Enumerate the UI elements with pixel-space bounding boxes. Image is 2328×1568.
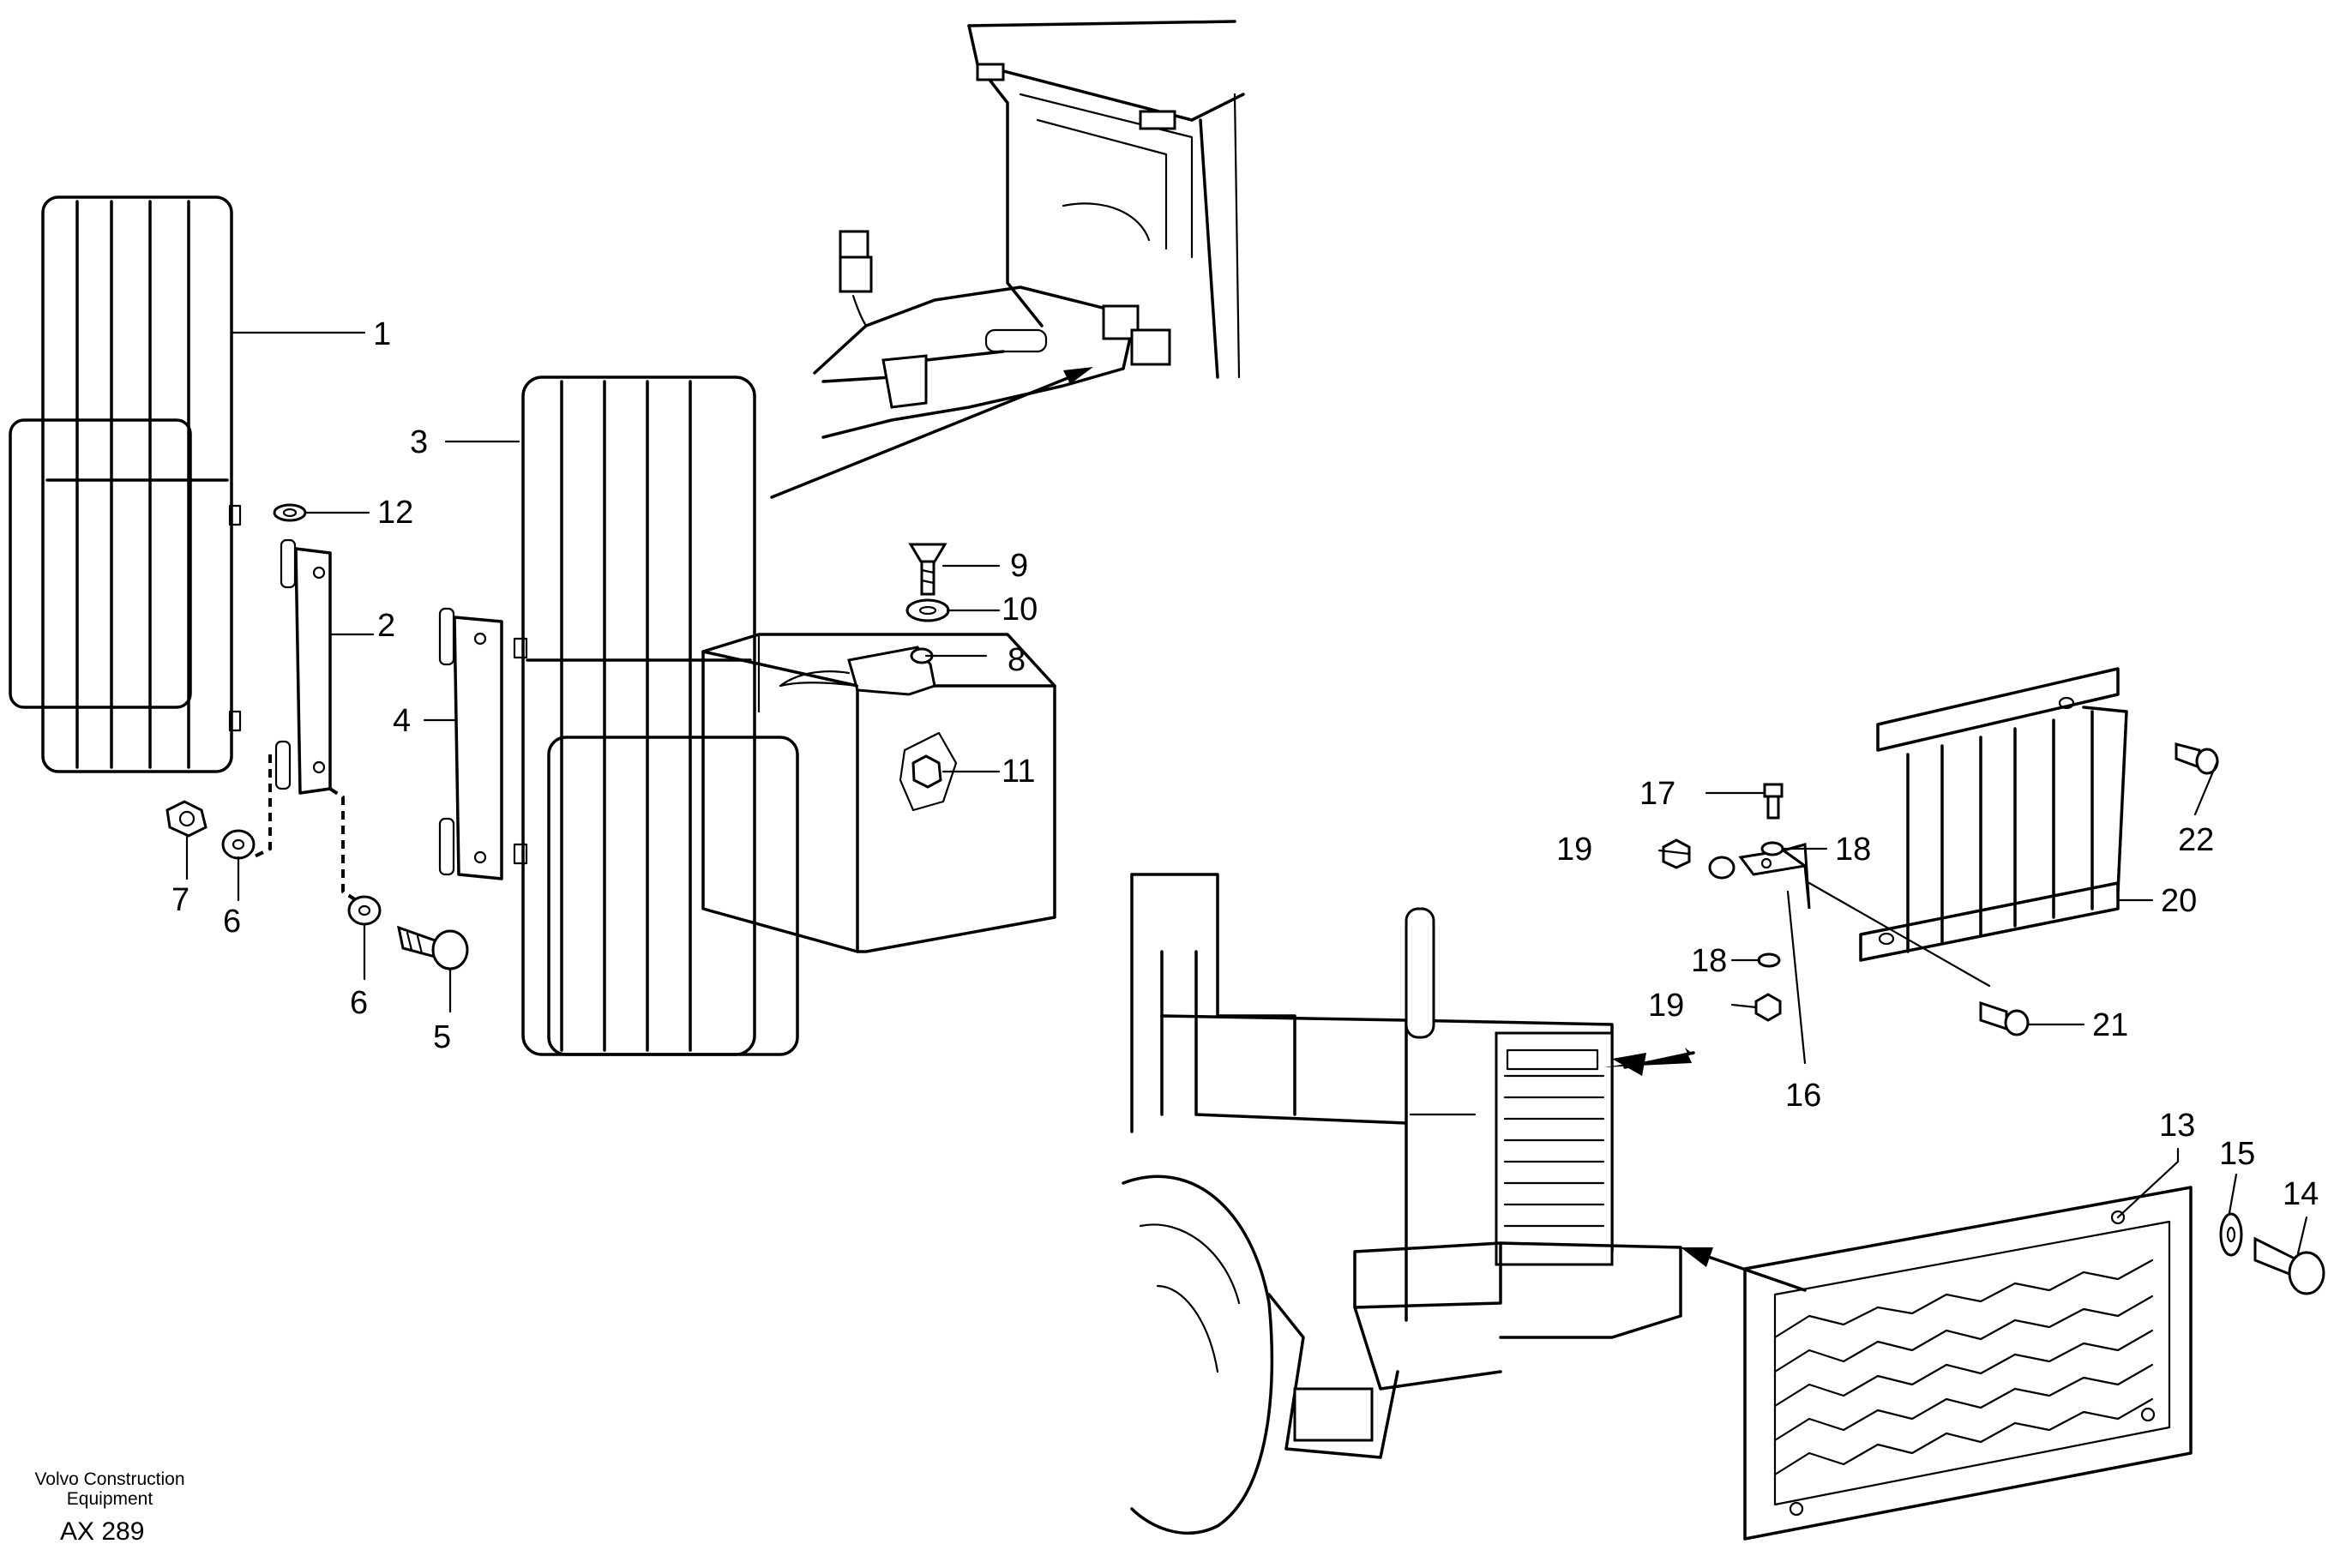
label-16: 16 — [1785, 1078, 1821, 1114]
label-11: 11 — [1002, 754, 1035, 790]
washer-6b — [347, 895, 382, 926]
label-3: 3 — [410, 424, 428, 460]
leader-lines — [185, 331, 2308, 1255]
label-22: 22 — [2178, 822, 2214, 858]
label-17: 17 — [1639, 776, 1675, 812]
pointer-arrow-mid — [1603, 1048, 1693, 1067]
pointer-arrow-low — [1692, 1250, 1807, 1292]
label-18a: 18 — [1835, 832, 1871, 868]
hinge-plate-4 — [438, 607, 503, 880]
nut-19b — [1754, 993, 1782, 1022]
mesh-plate-13 — [1743, 1186, 2193, 1541]
label-13: 13 — [2159, 1108, 2195, 1144]
latch-8 — [779, 646, 936, 696]
nut-7 — [165, 800, 208, 838]
washer-15 — [2219, 1212, 2243, 1257]
footer-brand: Volvo Construction Equipment AX 289 — [34, 1469, 184, 1546]
bolt-22 — [2175, 742, 2219, 775]
label-6b: 6 — [350, 985, 368, 1021]
brand-line-2: Equipment — [67, 1489, 153, 1509]
bolt-14 — [2253, 1236, 2325, 1295]
label-12: 12 — [377, 495, 413, 531]
washer-6a — [221, 829, 256, 860]
bolt-5 — [396, 925, 469, 970]
label-9: 9 — [1010, 548, 1028, 584]
label-18b: 18 — [1691, 943, 1727, 979]
battery-box — [701, 633, 1056, 953]
label-6a: 6 — [223, 904, 241, 940]
diagram-code: AX 289 — [60, 1517, 144, 1546]
washer-10 — [905, 598, 950, 622]
washer-12 — [273, 503, 307, 522]
label-10: 10 — [1002, 592, 1038, 628]
label-21: 21 — [2092, 1007, 2128, 1043]
label-15: 15 — [2219, 1136, 2255, 1172]
screw-9 — [908, 543, 947, 596]
label-19b: 19 — [1648, 988, 1684, 1024]
label-1: 1 — [373, 316, 391, 352]
radiator-guard-20 — [1859, 667, 2128, 962]
hinge-bar-2 — [252, 538, 358, 902]
label-7: 7 — [171, 882, 189, 918]
label-4: 4 — [393, 703, 411, 739]
label-20: 20 — [2161, 883, 2197, 919]
washer-18b — [1757, 952, 1781, 968]
label-2: 2 — [377, 608, 395, 644]
brand-line-1: Volvo Construction — [34, 1469, 184, 1489]
label-8: 8 — [1008, 642, 1026, 678]
machine-rear-view — [1122, 873, 1682, 1535]
grille-1 — [9, 195, 242, 773]
label-19a: 19 — [1556, 832, 1592, 868]
nut-11 — [911, 754, 942, 789]
cab-frame-view — [813, 20, 1245, 439]
washer-18a — [1760, 841, 1784, 856]
part-labels: 1 2 3 4 5 6 6 7 8 9 10 11 12 13 14 15 16… — [171, 316, 2319, 1212]
bolt-21 — [1979, 1000, 2030, 1036]
label-14: 14 — [2283, 1176, 2319, 1212]
washer-19a-adj — [1708, 856, 1735, 880]
grille-3 — [513, 375, 799, 1056]
label-5: 5 — [433, 1019, 451, 1055]
nut-19a — [1662, 838, 1691, 869]
bolt-17 — [1763, 783, 1784, 820]
